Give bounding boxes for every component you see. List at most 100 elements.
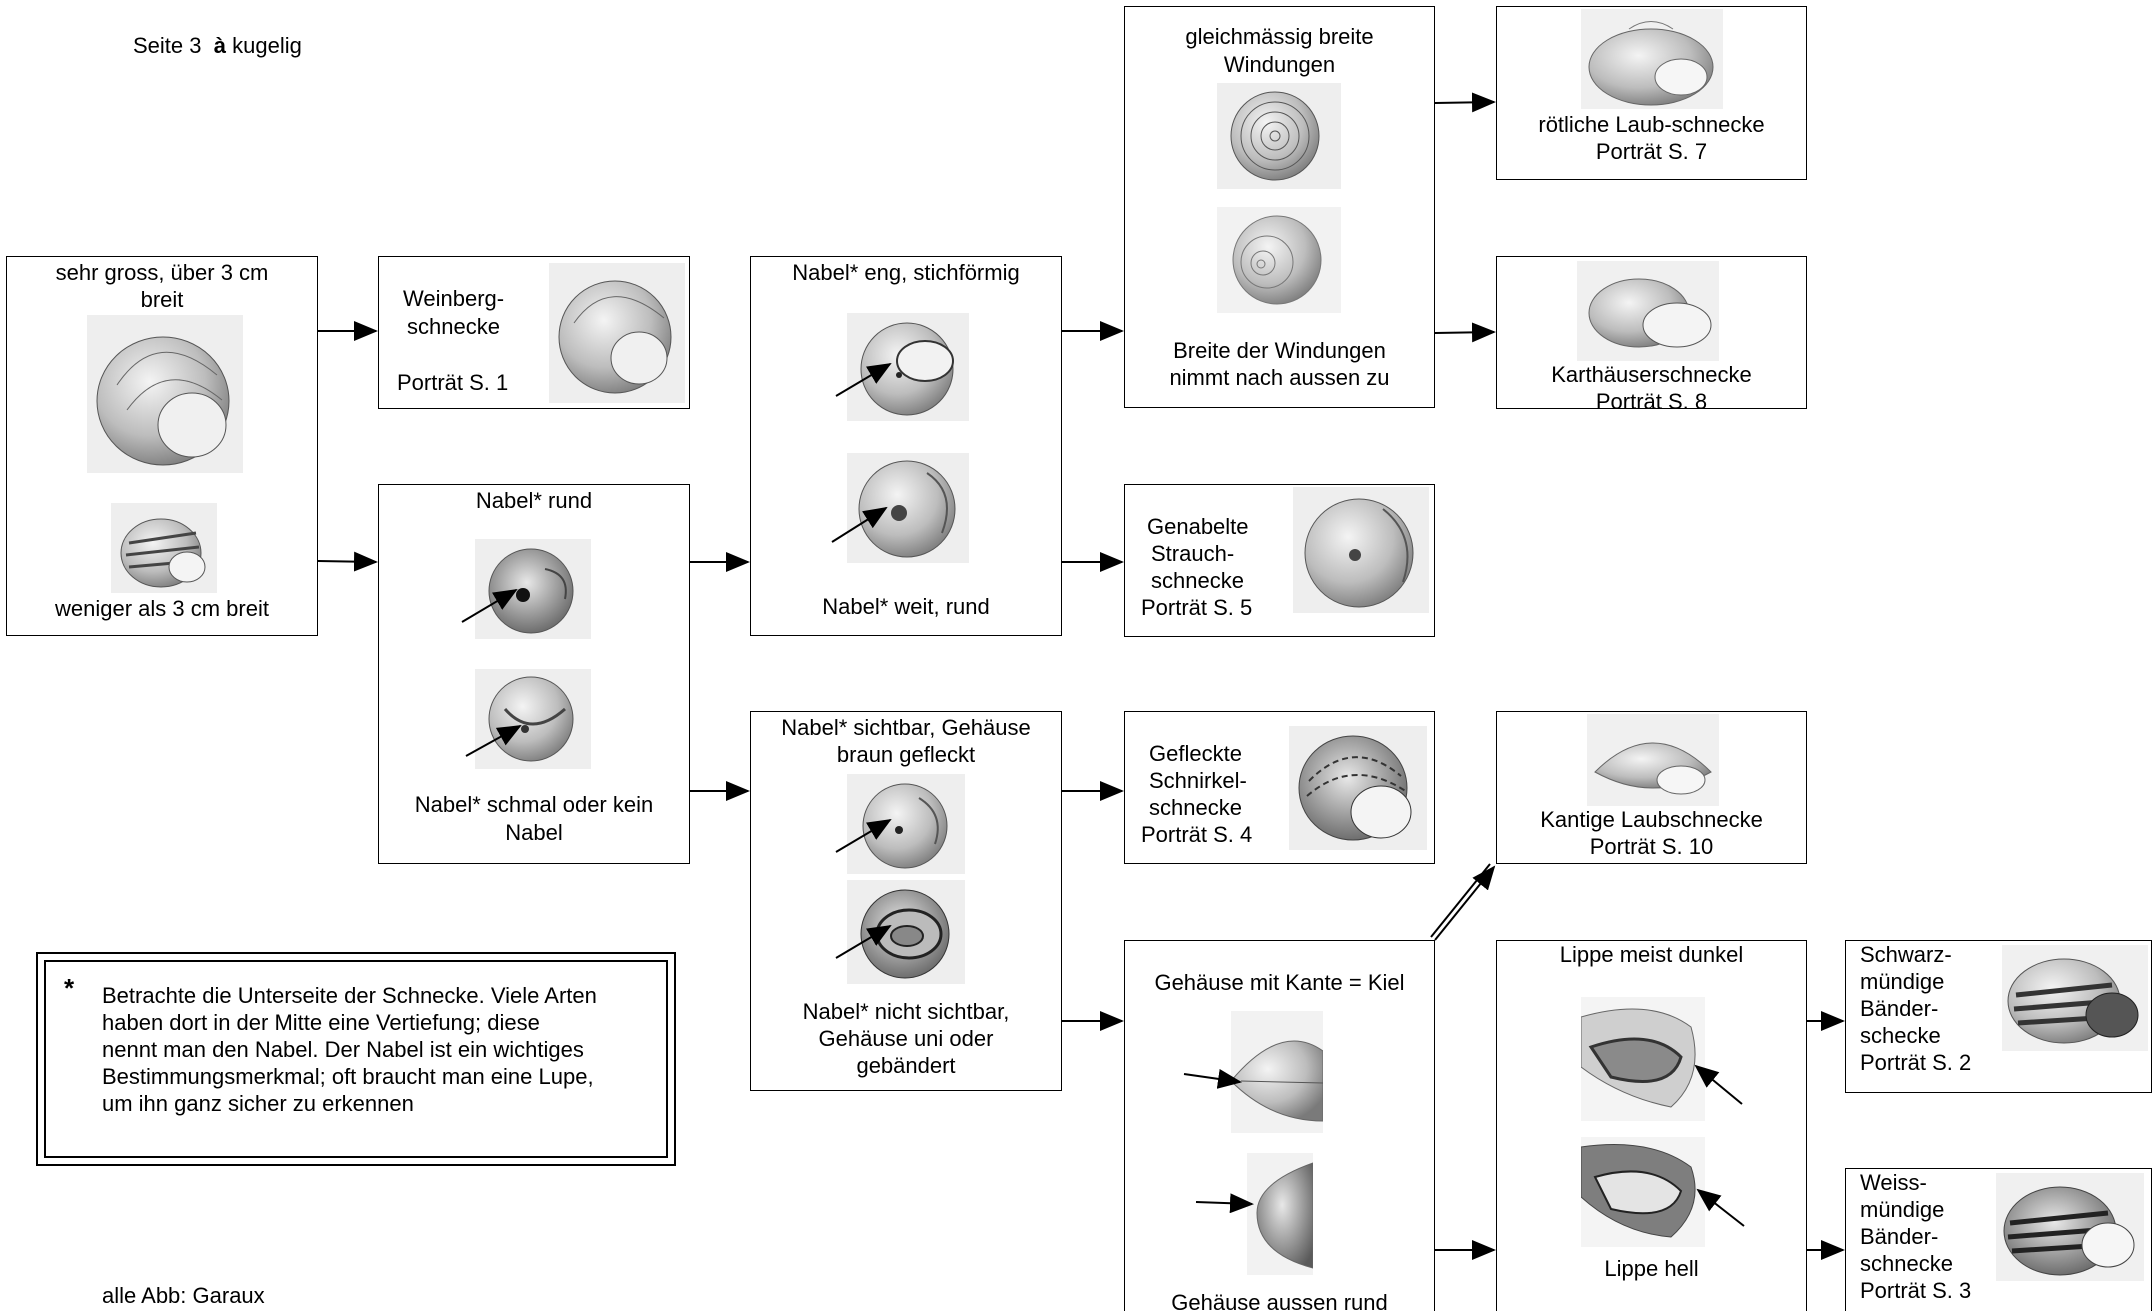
arrow-glyph: à xyxy=(213,33,226,58)
large-snail-shell-image xyxy=(87,315,243,473)
nabel-sichtbar-bottom-line3: gebändert xyxy=(856,1053,956,1078)
page-subtitle: kugelig xyxy=(232,33,302,58)
nabel-sichtbar-shell-image xyxy=(847,774,965,874)
windungen-top-line2: Windungen xyxy=(1223,52,1336,77)
weinberg-portrait: Porträt S. 1 xyxy=(397,370,509,395)
footnote-line3: nennt man den Nabel. Der Nabel ist ein w… xyxy=(102,1037,584,1062)
schwarz-line5: Porträt S. 2 xyxy=(1860,1050,1972,1075)
footnote-star: * xyxy=(64,973,75,1003)
image-credit: alle Abb: Garaux xyxy=(102,1283,265,1308)
box-kantige: Kantige Laubschnecke Porträt S. 10 xyxy=(1496,711,1807,864)
windungen-gleich-shell-image xyxy=(1217,83,1341,189)
arrow-kiel-to-kantige xyxy=(1434,865,1496,941)
weiss-line1: Weiss- xyxy=(1860,1170,1927,1195)
genabelte-shell-image xyxy=(1293,487,1429,613)
nabel-rund-bottom-line1: Nabel* schmal oder kein xyxy=(414,792,654,817)
kiel-top: Gehäuse mit Kante = Kiel xyxy=(1154,970,1405,995)
nabel-eng-top: Nabel* eng, stichförmig xyxy=(792,260,1020,285)
kantige-shell-image xyxy=(1587,714,1719,806)
karthaeuser-line1: Karthäuserschnecke xyxy=(1551,362,1752,387)
gefleckte-line3: schnecke xyxy=(1149,795,1242,820)
box-weinberg: Weinberg- schnecke Porträt S. 1 xyxy=(378,256,690,409)
nabel-sichtbar-bottom-line2: Gehäuse uni oder xyxy=(818,1026,994,1051)
weinberg-shell-image xyxy=(549,263,685,403)
schwarz-line1: Schwarz- xyxy=(1860,942,1952,967)
karthaeuser-line2: Porträt S. 8 xyxy=(1595,389,1708,409)
weinberg-name-line1: Weinberg- xyxy=(403,286,505,311)
box-nabel-rund: Nabel* rund Nabel* schmal oder kein Nabe… xyxy=(378,484,690,864)
box-kiel: Gehäuse mit Kante = Kiel Gehäuse aussen … xyxy=(1124,940,1435,1315)
rund-shell-image xyxy=(1247,1153,1313,1275)
windungen-bottom-line1: Breite der Windungen xyxy=(1173,338,1386,363)
weinberg-name-line2: schnecke xyxy=(407,314,500,339)
box-schwarz: Schwarz- mündige Bänder- schecke Porträt… xyxy=(1845,940,2152,1093)
nabel-eng-shell-image xyxy=(847,313,969,421)
genabelte-line2: Strauch- xyxy=(1151,541,1235,566)
arrow-size-to-nabel-rund xyxy=(317,551,378,572)
schwarz-line4: schecke xyxy=(1860,1023,1941,1048)
footnote-line1: Betrachte die Unterseite der Schnecke. V… xyxy=(102,983,597,1008)
box-nabel-sichtbar: Nabel* sichtbar, Gehäuse braun gefleckt … xyxy=(750,711,1062,1091)
box-weiss: Weiss- mündige Bänder- schnecke Porträt … xyxy=(1845,1168,2152,1311)
nabel-rund-bottom-line2: Nabel xyxy=(505,820,563,845)
gefleckte-line1: Gefleckte xyxy=(1149,741,1242,766)
nabel-rund-shell-image xyxy=(475,539,591,639)
nabel-sichtbar-top-line1: Nabel* sichtbar, Gehäuse xyxy=(781,715,1031,740)
nabel-sichtbar-bottom-line1: Nabel* nicht sichtbar, xyxy=(802,999,1010,1024)
box-genabelte: Genabelte Strauch- schnecke Porträt S. 5 xyxy=(1124,484,1435,637)
weiss-line5: Porträt S. 3 xyxy=(1860,1278,1972,1303)
page-header: Seite 3 à kugelig xyxy=(133,32,302,60)
box-nabel-eng: Nabel* eng, stichförmig Nabel* weit, run… xyxy=(750,256,1062,636)
weiss-line3: Bänder- xyxy=(1860,1224,1939,1249)
gefleckte-shell-image xyxy=(1289,726,1427,850)
box-windungen: gleichmässig breite Windungen Breite der… xyxy=(1124,6,1435,408)
schwarz-line2: mündige xyxy=(1860,969,1945,994)
page-label: Seite 3 xyxy=(133,33,202,58)
genabelte-line4: Porträt S. 5 xyxy=(1141,595,1253,620)
box-size-bottom: weniger als 3 cm breit xyxy=(55,596,269,621)
footnote-line5: um ihn ganz sicher zu erkennen xyxy=(102,1091,414,1116)
gefleckte-line4: Porträt S. 4 xyxy=(1141,822,1253,847)
schwarz-shell-image xyxy=(2002,945,2148,1051)
box-roetliche: rötliche Laub-schnecke Porträt S. 7 xyxy=(1496,6,1807,180)
box-gefleckte: Gefleckte Schnirkel- schnecke Porträt S.… xyxy=(1124,711,1435,864)
nabel-rund-top: Nabel* rund xyxy=(475,488,593,513)
box-lippe: Lippe meist dunkel Lippe hell xyxy=(1496,940,1807,1311)
nabel-eng-bottom: Nabel* weit, rund xyxy=(822,594,990,619)
box-karthaeuser: Karthäuserschnecke Porträt S. 8 xyxy=(1496,256,1807,409)
windungen-bottom-line2: nimmt nach aussen zu xyxy=(1169,365,1390,390)
nabel-schmal-shell-image xyxy=(475,669,591,769)
weiss-shell-image xyxy=(1996,1173,2144,1281)
lippe-hell-shell-image xyxy=(1581,1137,1705,1247)
roetliche-line2: Porträt S. 7 xyxy=(1595,139,1708,164)
gefleckte-line2: Schnirkel- xyxy=(1149,768,1247,793)
genabelte-line3: schnecke xyxy=(1151,568,1244,593)
footnote-box: * Betrachte die Unterseite der Schnecke.… xyxy=(36,952,676,1166)
nabel-weit-shell-image xyxy=(847,453,969,563)
small-snail-shell-image xyxy=(111,503,217,593)
windungen-top-line1: gleichmässig breite xyxy=(1185,24,1374,49)
lippe-top: Lippe meist dunkel xyxy=(1559,942,1744,967)
footnote-line2: haben dort in der Mitte eine Vertiefung;… xyxy=(102,1010,540,1035)
genabelte-line1: Genabelte xyxy=(1147,514,1249,539)
lippe-dunkel-shell-image xyxy=(1581,997,1705,1121)
arrow-kiel-to-kantige-outline xyxy=(1430,863,1491,938)
karthaeuser-shell-image xyxy=(1577,261,1719,361)
kiel-shell-image xyxy=(1231,1011,1323,1133)
roetliche-line1: rötliche Laub-schnecke xyxy=(1538,112,1765,137)
box-size-top-line1: sehr gross, über 3 cm xyxy=(55,260,269,285)
weiss-line4: schnecke xyxy=(1860,1251,1953,1276)
windungen-zunehmend-shell-image xyxy=(1217,207,1341,313)
kiel-bottom: Gehäuse aussen rund xyxy=(1171,1290,1388,1315)
weiss-line2: mündige xyxy=(1860,1197,1945,1222)
arrow-windungen-to-roetliche xyxy=(1434,92,1496,113)
footnote-line4: Bestimmungsmerkmal; oft braucht man eine… xyxy=(102,1064,594,1089)
lippe-bottom: Lippe hell xyxy=(1604,1256,1699,1281)
kantige-line1: Kantige Laubschnecke xyxy=(1540,807,1763,832)
box-size-top-line2: breit xyxy=(140,287,184,312)
schwarz-line3: Bänder- xyxy=(1860,996,1939,1021)
nabel-sichtbar-top-line2: braun gefleckt xyxy=(836,742,976,767)
roetliche-shell-image xyxy=(1581,9,1723,109)
kantige-line2: Porträt S. 10 xyxy=(1589,834,1714,859)
nabel-nicht-sichtbar-shell-image xyxy=(847,880,965,984)
